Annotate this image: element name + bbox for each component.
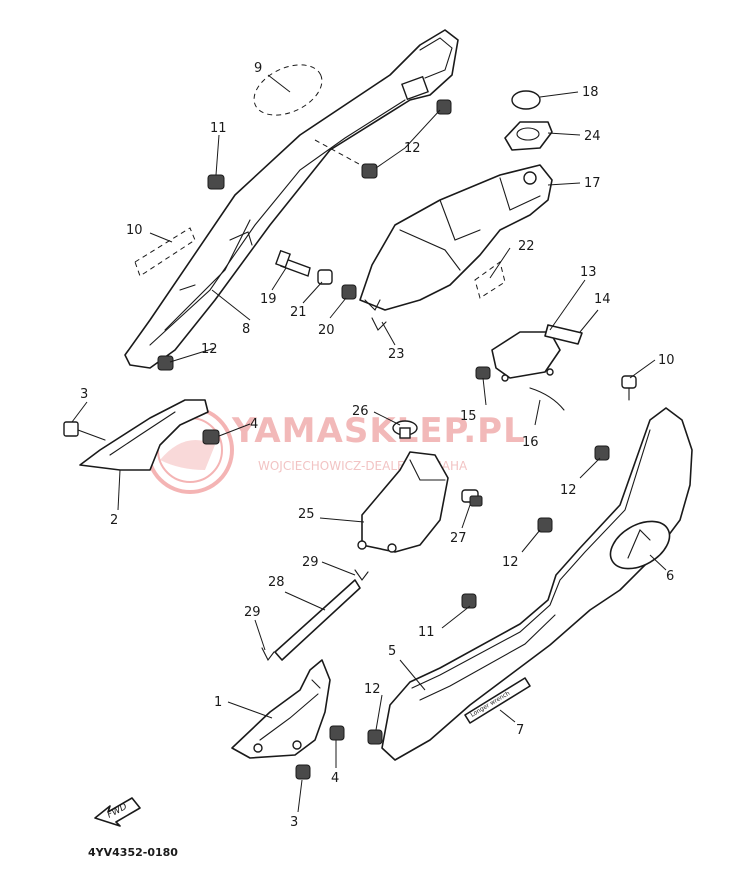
callout-3: 3 (290, 815, 298, 830)
callout-4: 4 (250, 417, 258, 432)
part-20-damper (341, 284, 357, 300)
part-8-frame-cover (124, 29, 459, 369)
callout-8: 8 (242, 322, 250, 337)
callout-16: 16 (522, 435, 539, 450)
part-5-side-cover (381, 407, 693, 761)
callout-12: 12 (404, 141, 421, 156)
callout-9: 9 (254, 61, 262, 76)
part-24-holder (504, 121, 553, 151)
callout-25: 25 (298, 507, 315, 522)
callout-15: 15 (460, 409, 477, 424)
part-14-strip (544, 324, 583, 345)
fwd-arrow-icon: FWD (94, 797, 141, 827)
watermark-main-text: YAMASKLEP.PL (231, 411, 526, 451)
part-29-clamp-a (354, 569, 369, 581)
part-22-pad (474, 261, 506, 299)
callout-12: 12 (502, 555, 519, 570)
part-3-bolt-a (63, 421, 106, 441)
callout-10: 10 (126, 223, 143, 238)
callout-23: 23 (388, 347, 405, 362)
callout-26: 26 (352, 404, 369, 419)
callout-29: 29 (302, 555, 319, 570)
callout-27: 27 (450, 531, 467, 546)
part-12-nut-b (361, 163, 378, 179)
part-25-reservoir (357, 451, 449, 553)
callout-6: 6 (666, 569, 674, 584)
callout-10: 10 (658, 353, 675, 368)
callout-5: 5 (388, 644, 396, 659)
callout-28: 28 (268, 575, 285, 590)
part-2-bracket (79, 399, 209, 471)
part-21-collar (317, 269, 333, 285)
callout-12: 12 (201, 342, 218, 357)
callout-17: 17 (584, 176, 601, 191)
leader-lines (71, 74, 667, 813)
callout-11: 11 (418, 625, 435, 640)
part-10-grommet-right (621, 375, 637, 401)
part-12-nut-d (594, 445, 610, 461)
part-11-grommet-b (461, 593, 477, 609)
part-29-clamp-b (261, 647, 275, 662)
part-9-badge (253, 64, 323, 116)
callout-11: 11 (210, 121, 227, 136)
part-12-nut-e (537, 517, 553, 533)
part-12-nut-a (436, 99, 452, 115)
part-4-nut-a (202, 429, 220, 445)
callout-3: 3 (80, 387, 88, 402)
callout-7: 7 (516, 723, 524, 738)
part-19-bolt (275, 249, 311, 277)
part-11-grommet (207, 174, 225, 190)
part-28-hose (274, 579, 361, 661)
callout-12: 12 (560, 483, 577, 498)
callout-19: 19 (260, 292, 277, 307)
part-12-nut-f (367, 729, 383, 745)
part-15-screw (475, 366, 491, 380)
part-12-nut-c (157, 355, 174, 371)
part-23-clip (371, 317, 387, 331)
part-13-bracket (491, 331, 561, 382)
part-16-band (529, 387, 565, 411)
callout-numbers: 9 11 12 10 8 12 19 21 20 23 22 18 24 17 … (80, 61, 675, 830)
part-27-fitting (461, 489, 483, 507)
callout-20: 20 (318, 323, 335, 338)
callout-22: 22 (518, 239, 535, 254)
part-3-bolt-b (295, 764, 311, 780)
callout-29: 29 (244, 605, 261, 620)
callout-1: 1 (214, 695, 222, 710)
part-1-bracket (231, 659, 331, 759)
callout-18: 18 (582, 85, 599, 100)
callout-14: 14 (594, 292, 611, 307)
part-17-box (359, 164, 553, 311)
part-4-nut-b (329, 725, 345, 741)
callout-12: 12 (364, 682, 381, 697)
callout-24: 24 (584, 129, 601, 144)
callout-2: 2 (110, 513, 118, 528)
callout-13: 13 (580, 265, 597, 280)
part-10-label (134, 227, 196, 277)
callout-4: 4 (331, 771, 339, 786)
callout-21: 21 (290, 305, 307, 320)
part-18-cap (511, 90, 541, 110)
diagram-code: 4YV4352-0180 (88, 846, 178, 859)
